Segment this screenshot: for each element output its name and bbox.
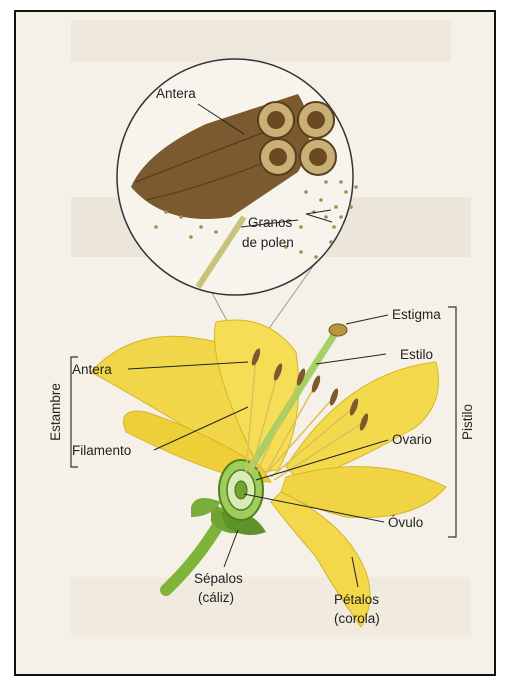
pollen-grain bbox=[329, 240, 333, 244]
stigma bbox=[329, 324, 347, 336]
pollen-grain bbox=[314, 255, 318, 259]
background-header-block bbox=[71, 20, 451, 62]
label-petalos-line1: Pétalos bbox=[334, 592, 379, 607]
label-pistilo: Pistilo bbox=[460, 404, 475, 440]
pollen-grain bbox=[299, 225, 303, 229]
label-antera-zoom: Antera bbox=[156, 86, 196, 101]
pollen-grain bbox=[324, 180, 328, 184]
label-filamento: Filamento bbox=[72, 443, 131, 458]
pollen-grain bbox=[154, 225, 158, 229]
label-sepalos-line1: Sépalos bbox=[194, 571, 243, 586]
pollen-grain bbox=[214, 230, 218, 234]
diagram-frame: Antera Granos de polen Antera Filamento … bbox=[14, 10, 496, 676]
pollen-grain bbox=[349, 205, 353, 209]
pollen-grain bbox=[304, 190, 308, 194]
pointer-estilo bbox=[316, 354, 386, 364]
pollen-grain bbox=[164, 210, 168, 214]
anther bbox=[328, 388, 340, 407]
pollen-grain bbox=[189, 235, 193, 239]
label-ovulo: Óvulo bbox=[388, 515, 423, 530]
pollen-grain bbox=[339, 215, 343, 219]
ovule bbox=[235, 481, 247, 499]
label-estambre: Estambre bbox=[48, 383, 63, 441]
flower-diagram: Antera Granos de polen Antera Filamento … bbox=[16, 12, 496, 676]
pistilo-bracket bbox=[448, 307, 456, 537]
pollen-grain bbox=[344, 190, 348, 194]
label-antera: Antera bbox=[72, 362, 112, 377]
pollen-grain bbox=[319, 198, 323, 202]
pollen-grain bbox=[199, 225, 203, 229]
pollen-grain bbox=[179, 215, 183, 219]
label-estilo: Estilo bbox=[400, 347, 433, 362]
pollen-grain bbox=[354, 185, 358, 189]
label-granos-line2: de polen bbox=[242, 235, 294, 250]
zoom-circle bbox=[117, 59, 358, 295]
pointer-sepalos bbox=[224, 530, 238, 567]
pollen-grain bbox=[334, 205, 338, 209]
label-sepalos-line2: (cáliz) bbox=[198, 590, 234, 605]
pollen-grain bbox=[324, 215, 328, 219]
pollen-grain bbox=[332, 225, 336, 229]
label-estigma: Estigma bbox=[392, 307, 441, 322]
pointer-estigma bbox=[346, 315, 388, 324]
label-petalos-line2: (corola) bbox=[334, 611, 380, 626]
background-footer-block bbox=[71, 577, 471, 637]
pollen-grain bbox=[339, 180, 343, 184]
label-ovario: Ovario bbox=[392, 432, 432, 447]
label-granos-line1: Granos bbox=[248, 215, 293, 230]
pollen-grain bbox=[299, 250, 303, 254]
